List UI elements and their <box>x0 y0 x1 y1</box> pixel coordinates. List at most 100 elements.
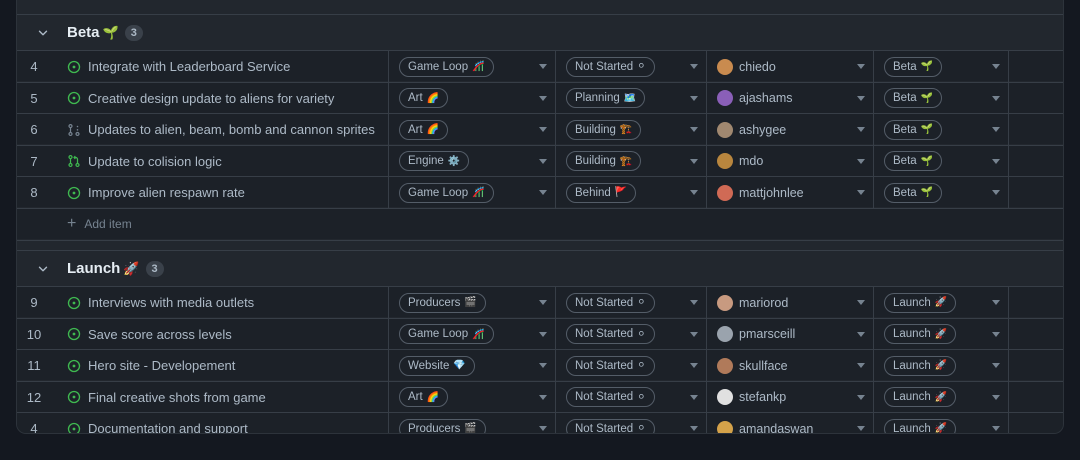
track-cell[interactable]: Engine⚙️ <box>389 145 556 177</box>
chevron-down-icon[interactable] <box>539 394 547 400</box>
track-pill[interactable]: Art🌈 <box>399 119 449 140</box>
track-cell[interactable]: Art🌈 <box>389 82 556 114</box>
status-cell[interactable]: Not Started⚪ <box>556 318 707 350</box>
assignee-cell[interactable]: chiedo <box>707 51 874 82</box>
track-cell[interactable]: Art🌈 <box>389 381 556 413</box>
chevron-down-icon[interactable] <box>539 331 547 337</box>
track-pill[interactable]: Producers🎬 <box>399 418 486 433</box>
track-cell[interactable]: Producers🎬 <box>389 413 556 433</box>
track-pill[interactable]: Art🌈 <box>399 387 449 407</box>
chevron-down-icon[interactable] <box>539 64 547 69</box>
status-pill[interactable]: Not Started⚪ <box>566 387 655 407</box>
assignee-cell[interactable]: mattjohnlee <box>707 177 874 208</box>
assignee-cell[interactable]: ajashams <box>707 82 874 114</box>
chevron-down-icon[interactable] <box>992 300 1000 305</box>
milestone-pill[interactable]: Launch🚀 <box>884 387 957 407</box>
item-title[interactable]: Hero site - Developement <box>88 358 236 373</box>
title-cell[interactable]: Save score across levels <box>51 318 389 350</box>
track-cell[interactable]: Game Loop🎢 <box>389 318 556 350</box>
milestone-cell[interactable]: Launch🚀 <box>874 381 1009 413</box>
track-pill[interactable]: Engine⚙️ <box>399 151 470 171</box>
milestone-cell[interactable]: Launch🚀 <box>874 413 1009 433</box>
chevron-down-icon[interactable] <box>539 190 547 195</box>
status-pill[interactable]: Building🏗️ <box>566 119 642 140</box>
status-pill[interactable]: Not Started⚪ <box>566 355 655 376</box>
chevron-down-icon[interactable] <box>690 426 698 431</box>
status-cell[interactable]: Behind🚩 <box>556 177 707 208</box>
chevron-down-icon[interactable] <box>690 363 698 368</box>
milestone-pill[interactable]: Launch🚀 <box>884 355 957 376</box>
title-cell[interactable]: Creative design update to aliens for var… <box>51 82 389 114</box>
chevron-down-icon[interactable] <box>992 127 1000 132</box>
milestone-pill[interactable]: Launch🚀 <box>884 324 957 344</box>
chevron-down-icon[interactable] <box>690 300 698 305</box>
track-cell[interactable]: Art🌈 <box>389 114 556 145</box>
milestone-cell[interactable]: Beta🌱 <box>874 114 1009 145</box>
chevron-down-icon[interactable] <box>857 64 865 69</box>
milestone-pill[interactable]: Beta🌱 <box>884 56 943 77</box>
milestone-cell[interactable]: Beta🌱 <box>874 145 1009 177</box>
chevron-down-icon[interactable] <box>857 127 865 132</box>
chevron-down-icon[interactable] <box>992 426 1000 431</box>
group-header-launch[interactable]: Launch🚀3 <box>17 250 1063 286</box>
track-pill[interactable]: Game Loop🎢 <box>399 324 494 344</box>
chevron-down-icon[interactable] <box>992 331 1000 337</box>
title-cell[interactable]: Update to colision logic <box>51 145 389 177</box>
milestone-pill[interactable]: Beta🌱 <box>884 88 943 108</box>
chevron-down-icon[interactable] <box>690 394 698 400</box>
status-cell[interactable]: Not Started⚪ <box>556 350 707 381</box>
status-cell[interactable]: Planning🗺️ <box>556 82 707 114</box>
item-title[interactable]: Documentation and support <box>88 421 248 434</box>
status-pill[interactable]: Building🏗️ <box>566 151 642 171</box>
chevron-down-icon[interactable] <box>539 95 547 101</box>
chevron-down-icon[interactable] <box>36 262 50 276</box>
chevron-down-icon[interactable] <box>857 190 865 195</box>
chevron-down-icon[interactable] <box>992 158 1000 164</box>
status-cell[interactable]: Building🏗️ <box>556 145 707 177</box>
title-cell[interactable]: Final creative shots from game <box>51 381 389 413</box>
item-title[interactable]: Interviews with media outlets <box>88 295 255 310</box>
chevron-down-icon[interactable] <box>690 158 698 164</box>
status-cell[interactable]: Not Started⚪ <box>556 287 707 318</box>
chevron-down-icon[interactable] <box>690 127 698 132</box>
milestone-cell[interactable]: Beta🌱 <box>874 51 1009 82</box>
chevron-down-icon[interactable] <box>539 363 547 368</box>
title-cell[interactable]: Integrate with Leaderboard Service <box>51 51 389 82</box>
status-pill[interactable]: Not Started⚪ <box>566 418 655 433</box>
chevron-down-icon[interactable] <box>857 158 865 164</box>
track-pill[interactable]: Game Loop🎢 <box>399 182 494 203</box>
chevron-down-icon[interactable] <box>992 190 1000 195</box>
chevron-down-icon[interactable] <box>857 394 865 400</box>
item-title[interactable]: Creative design update to aliens for var… <box>88 90 335 106</box>
status-cell[interactable]: Not Started⚪ <box>556 51 707 82</box>
milestone-pill[interactable]: Beta🌱 <box>884 151 943 171</box>
track-pill[interactable]: Art🌈 <box>399 88 449 108</box>
chevron-down-icon[interactable] <box>539 127 547 132</box>
assignee-cell[interactable]: mdo <box>707 145 874 177</box>
item-title[interactable]: Improve alien respawn rate <box>88 185 245 200</box>
track-pill[interactable]: Game Loop🎢 <box>399 56 494 77</box>
chevron-down-icon[interactable] <box>690 95 698 101</box>
milestone-cell[interactable]: Beta🌱 <box>874 177 1009 208</box>
item-title[interactable]: Integrate with Leaderboard Service <box>88 59 291 74</box>
milestone-cell[interactable]: Beta🌱 <box>874 82 1009 114</box>
chevron-down-icon[interactable] <box>992 95 1000 101</box>
chevron-down-icon[interactable] <box>992 363 1000 368</box>
track-cell[interactable]: Game Loop🎢 <box>389 51 556 82</box>
status-pill[interactable]: Behind🚩 <box>566 182 637 203</box>
milestone-pill[interactable]: Launch🚀 <box>884 418 957 433</box>
item-title[interactable]: Final creative shots from game <box>88 389 266 405</box>
item-title[interactable]: Updates to alien, beam, bomb and cannon … <box>88 122 375 137</box>
track-cell[interactable]: Website💎 <box>389 350 556 381</box>
chevron-down-icon[interactable] <box>690 190 698 195</box>
track-pill[interactable]: Producers🎬 <box>399 292 486 313</box>
status-cell[interactable]: Not Started⚪ <box>556 381 707 413</box>
